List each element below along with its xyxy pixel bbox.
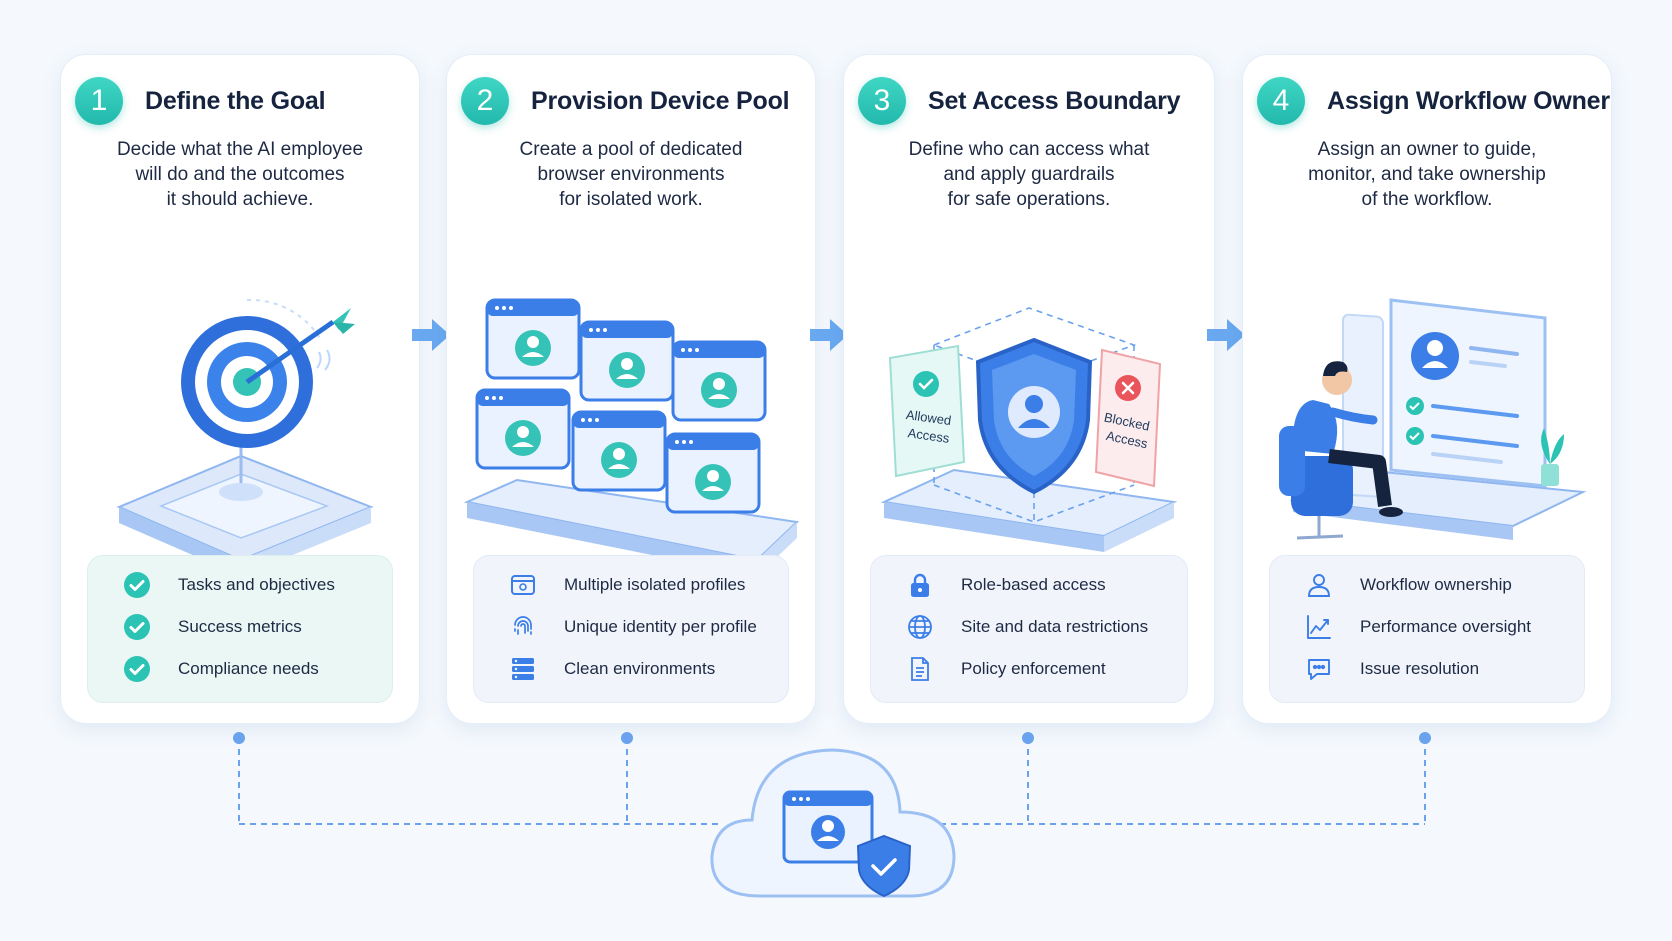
step-title: Provision Device Pool — [531, 86, 790, 115]
check-circle-icon — [122, 612, 152, 642]
browser-window-icon — [782, 790, 874, 864]
globe-icon — [905, 612, 935, 642]
device-pool-illustration — [457, 230, 805, 600]
arrow-right-icon — [412, 319, 450, 351]
arrow-right-icon — [1207, 319, 1245, 351]
feature-item: Role-based access — [905, 570, 1106, 600]
feature-item: Performance oversight — [1304, 612, 1531, 642]
step-title: Define the Goal — [145, 86, 326, 115]
trend-chart-icon — [1304, 612, 1334, 642]
feature-item: Site and data restrictions — [905, 612, 1148, 642]
step-card-define-goal: 1 Define the Goal Decide what the AI emp… — [60, 54, 420, 724]
browser-window-icon — [485, 298, 581, 380]
connector-lines — [233, 732, 1431, 898]
feature-item: Compliance needs — [122, 654, 319, 684]
feature-list: Multiple isolated profiles Unique identi… — [473, 555, 789, 703]
feature-item: Clean environments — [508, 654, 715, 684]
chat-bubble-icon — [1304, 654, 1334, 684]
document-icon — [905, 654, 935, 684]
shield-check-icon — [856, 834, 912, 898]
step-description: Decide what the AI employee will do and … — [116, 139, 364, 210]
browser-window-icon — [579, 320, 675, 402]
user-outline-icon — [1304, 570, 1334, 600]
feature-item: Multiple isolated profiles — [508, 570, 745, 600]
feature-list: Workflow ownership Performance oversight… — [1269, 555, 1585, 703]
server-stack-icon — [508, 654, 538, 684]
step-number-badge: 4 — [1257, 77, 1305, 125]
step-number-badge: 2 — [461, 77, 509, 125]
blocked-access-card: Blocked Access — [1094, 348, 1162, 488]
person-icon — [1279, 361, 1403, 540]
workflow-owner-illustration — [1253, 230, 1601, 600]
step-description: Assign an owner to guide, monitor, and t… — [1308, 139, 1546, 210]
allowed-access-card: Allowed Access — [888, 344, 966, 478]
browser-profile-icon — [508, 570, 538, 600]
shield-icon — [975, 337, 1093, 495]
target-illustration — [71, 230, 409, 600]
browser-window-icon — [475, 388, 571, 470]
feature-item: Policy enforcement — [905, 654, 1106, 684]
browser-window-icon — [571, 410, 667, 492]
step-description: Create a pool of dedicated browser envir… — [519, 139, 743, 210]
browser-window-icon — [671, 340, 767, 422]
step-card-set-access-boundary: 3 Set Access Boundary Define who can acc… — [843, 54, 1215, 724]
step-header: 4 Assign Workflow Owner — [1257, 71, 1610, 131]
step-header: 3 Set Access Boundary — [858, 71, 1204, 131]
browser-window-icon — [665, 432, 761, 514]
step-title: Set Access Boundary — [928, 86, 1181, 115]
step-header: 2 Provision Device Pool — [461, 71, 805, 131]
feature-item: Success metrics — [122, 612, 302, 642]
arrow-right-icon — [810, 319, 848, 351]
feature-item: Issue resolution — [1304, 654, 1479, 684]
step-card-assign-workflow-owner: 4 Assign Workflow Owner Assign an owner … — [1242, 54, 1612, 724]
step-description: Define who can access what and apply gua… — [908, 139, 1150, 210]
feature-item: Workflow ownership — [1304, 570, 1512, 600]
fingerprint-icon — [508, 612, 538, 642]
feature-item: Tasks and objectives — [122, 570, 335, 600]
access-boundary-illustration: Allowed Access Blocked Access — [854, 230, 1204, 600]
step-number-badge: 1 — [75, 77, 123, 125]
plant-icon — [1541, 428, 1564, 486]
step-card-provision-device-pool: 2 Provision Device Pool Create a pool of… — [446, 54, 816, 724]
feature-list: Tasks and objectives Success metrics Com… — [87, 555, 393, 703]
lock-icon — [905, 570, 935, 600]
step-number-badge: 3 — [858, 77, 906, 125]
step-header: 1 Define the Goal — [75, 71, 409, 131]
check-circle-icon — [122, 570, 152, 600]
check-circle-icon — [122, 654, 152, 684]
svg-text:Access: Access — [907, 425, 951, 446]
step-title: Assign Workflow Owner — [1327, 86, 1610, 115]
profile-screen-icon — [1389, 298, 1547, 488]
feature-list: Role-based access Site and data restrict… — [870, 555, 1188, 703]
svg-text:Allowed: Allowed — [905, 407, 952, 428]
feature-item: Unique identity per profile — [508, 612, 757, 642]
